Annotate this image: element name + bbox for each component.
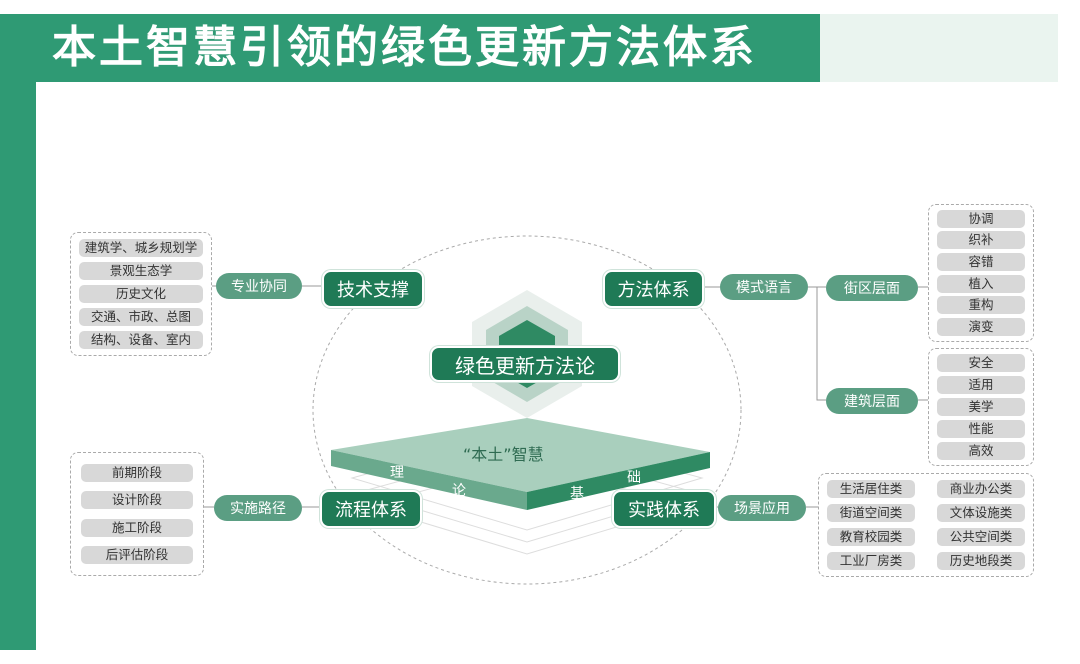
tech-link-label: 专业协同 — [216, 273, 302, 299]
plate-side-char: 论 — [452, 483, 466, 499]
building-level-label: 建筑层面 — [826, 388, 918, 414]
title-band — [0, 14, 820, 82]
item-pill: 重构 — [937, 296, 1025, 315]
dashed-circle — [312, 235, 742, 585]
plate-side-char: 基 — [570, 486, 584, 502]
process-system-node: 流程体系 — [320, 490, 422, 528]
item-pill: 协调 — [937, 209, 1025, 228]
item-pill: 公共空间类 — [937, 528, 1025, 546]
item-pill: 设计阶段 — [81, 491, 193, 510]
item-pill: 织补 — [937, 231, 1025, 250]
item-pill: 教育校园类 — [827, 528, 915, 546]
method-link-label: 模式语言 — [720, 274, 808, 300]
connector-lines — [204, 285, 928, 508]
item-pill: 容错 — [937, 253, 1025, 272]
plate-side-char: 础 — [627, 470, 641, 486]
item-pill: 景观生态学 — [79, 262, 203, 281]
item-pill: 街道空间类 — [827, 504, 915, 522]
item-pill: 后评估阶段 — [81, 546, 193, 565]
plate-right — [527, 452, 710, 510]
tech-support-node: 技术支撑 — [322, 270, 424, 308]
plate-side-char: 理 — [390, 465, 404, 481]
process-items-box: 前期阶段设计阶段施工阶段后评估阶段 — [70, 452, 204, 576]
item-pill: 适用 — [937, 376, 1025, 394]
item-pill: 交通、市政、总图 — [79, 307, 203, 326]
method-system-node: 方法体系 — [603, 270, 704, 308]
item-pill: 商业办公类 — [937, 480, 1025, 498]
left-accent-bar — [0, 14, 36, 650]
page-title: 本土智慧引领的绿色更新方法体系 — [52, 22, 757, 73]
practice-system-node: 实践体系 — [612, 490, 716, 528]
item-pill: 安全 — [937, 354, 1025, 372]
item-pill: 生活居住类 — [827, 480, 915, 498]
building-items-box: 安全适用美学性能高效 — [928, 348, 1034, 466]
title-band-light — [820, 14, 1058, 82]
practice-link-label: 场景应用 — [718, 495, 806, 521]
item-pill: 演变 — [937, 318, 1025, 337]
process-link-label: 实施路径 — [214, 495, 302, 521]
item-pill: 历史地段类 — [937, 552, 1025, 570]
item-pill: 结构、设备、室内 — [79, 330, 203, 349]
item-pill: 植入 — [937, 274, 1025, 293]
item-pill: 建筑学、城乡规划学 — [79, 239, 203, 258]
item-pill: 性能 — [937, 420, 1025, 438]
center-methodology-label: 绿色更新方法论 — [430, 346, 620, 382]
plate-left — [331, 450, 527, 510]
plate-top — [331, 418, 710, 492]
item-pill: 美学 — [937, 398, 1025, 416]
tech-items-box: 建筑学、城乡规划学景观生态学历史文化交通、市政、总图结构、设备、室内 — [70, 232, 212, 356]
practice-items-box: 生活居住类 商业办公类街道空间类 文体设施类教育校园类 公共空间类工业厂房类 历史地段类 — [818, 473, 1034, 577]
block-items-box: 协调织补容错植入重构演变 — [928, 204, 1034, 342]
item-pill: 文体设施类 — [937, 504, 1025, 522]
item-pill: 高效 — [937, 442, 1025, 460]
plate-label: “本土”智慧 — [463, 445, 544, 464]
item-pill: 历史文化 — [79, 284, 203, 303]
item-pill: 工业厂房类 — [827, 552, 915, 570]
item-pill: 施工阶段 — [81, 518, 193, 537]
item-pill: 前期阶段 — [81, 463, 193, 482]
block-level-label: 街区层面 — [826, 275, 918, 301]
